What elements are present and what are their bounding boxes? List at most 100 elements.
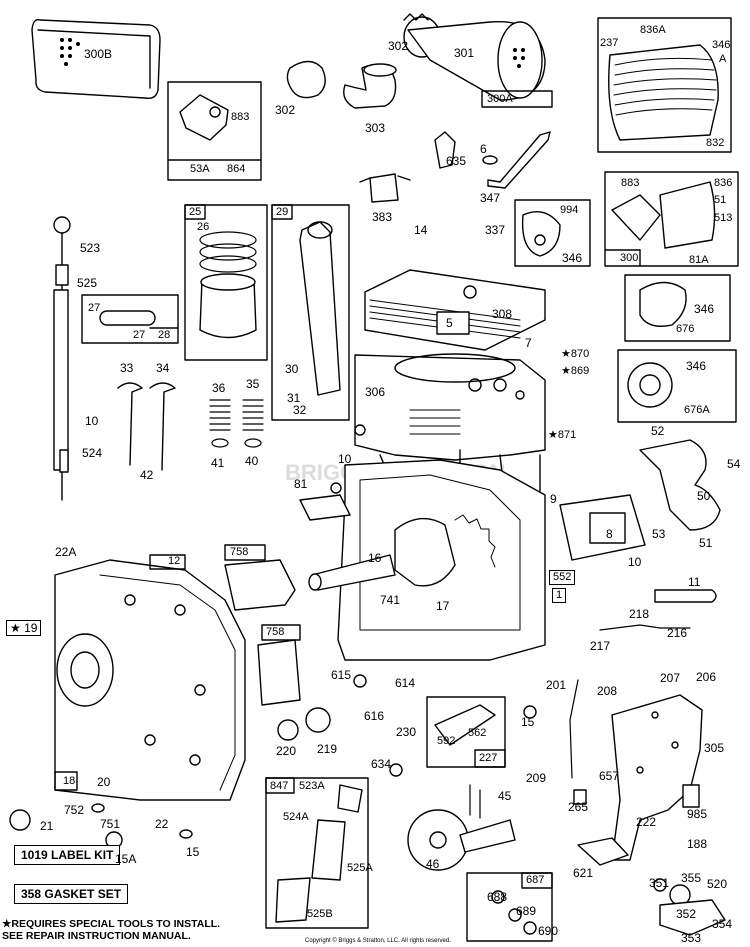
part-label-25: 25 — [189, 206, 202, 218]
crankshaft-part — [308, 514, 496, 591]
part-label-45: 45 — [498, 789, 512, 803]
part-label-752: 752 — [64, 803, 85, 817]
part-label-870: ★870 — [561, 348, 590, 360]
cylinder-head-308-part — [364, 269, 546, 351]
part-label-217: 217 — [590, 639, 611, 653]
part-label-741: 741 — [380, 593, 401, 607]
part-label-592: 592 — [437, 735, 456, 747]
part-label-26: 26 — [197, 221, 210, 233]
part-label-871: ★871 — [548, 429, 577, 441]
part-label-352: 352 — [676, 907, 697, 921]
crankcase-cover-part — [54, 559, 246, 801]
box-676a — [617, 349, 737, 423]
valves-part — [117, 382, 176, 471]
part-label-758-b: 758 — [266, 626, 285, 638]
part-label-31: 31 — [287, 391, 301, 405]
part-label-676a: 676A — [684, 404, 710, 416]
part-label-16: 16 — [368, 551, 382, 565]
part-label-17: 17 — [436, 599, 450, 613]
box-832 — [597, 17, 732, 153]
part-label-305: 305 — [704, 741, 725, 755]
part-label-10-b: 10 — [338, 452, 352, 466]
part-label-688: 688 — [487, 890, 508, 904]
part-label-552: 552 — [549, 570, 576, 585]
part-label-524: 524 — [82, 446, 103, 460]
part-label-a-suffix: A — [719, 53, 727, 65]
part-label-218: 218 — [629, 607, 650, 621]
part-label-11: 11 — [688, 575, 701, 589]
part-label-50: 50 — [697, 489, 711, 503]
part-label-22a: 22A — [55, 545, 77, 559]
part-label-513: 513 — [714, 212, 733, 224]
part-label-53: 53 — [652, 527, 666, 541]
part-label-19-special: ★ 19 — [6, 620, 42, 636]
muffler-301-part — [403, 13, 546, 101]
part-label-219: 219 — [317, 742, 338, 756]
part-label-994: 994 — [560, 204, 579, 216]
part-label-46: 46 — [426, 857, 440, 871]
part-label-22: 22 — [155, 817, 169, 831]
part-label-883: 883 — [231, 111, 250, 123]
cap-635-part — [434, 131, 456, 169]
box-676 — [624, 274, 731, 342]
part-label-51: 51 — [699, 536, 713, 550]
part-label-353: 353 — [681, 931, 702, 945]
box-300 — [604, 171, 739, 267]
part-label-10-a: 10 — [85, 414, 99, 428]
part-label-207: 207 — [660, 671, 681, 685]
gear-758a-part — [224, 559, 296, 611]
part-label-81a: 81A — [689, 254, 709, 266]
part-label-302-gasket: 302 — [275, 103, 296, 117]
part-label-52: 52 — [651, 424, 665, 438]
part-label-20: 20 — [97, 775, 111, 789]
part-label-634: 634 — [371, 757, 392, 771]
spring-11-part — [654, 589, 717, 603]
part-label-42: 42 — [140, 468, 154, 482]
part-label-687: 687 — [526, 874, 545, 886]
part-label-525b: 525B — [307, 908, 333, 920]
box-12 — [149, 554, 186, 570]
part-label-15-a: 15 — [521, 715, 535, 729]
part-label-847: 847 — [270, 780, 289, 792]
part-label-758: 758 — [230, 546, 249, 558]
part-label-18: 18 — [63, 775, 76, 787]
part-label-657: 657 — [599, 769, 620, 783]
part-label-7: 7 — [525, 336, 532, 350]
bracket-347-part — [487, 131, 551, 189]
part-label-15a: 15A — [115, 852, 137, 866]
part-label-300a: 300A — [487, 93, 513, 105]
part-label-81: 81 — [294, 477, 308, 491]
part-label-836a: 836A — [640, 24, 666, 36]
part-label-337: 337 — [485, 223, 506, 237]
part-label-346-a: 346 — [712, 39, 731, 51]
part-label-51-cover: 51 — [714, 194, 727, 206]
part-label-351: 351 — [649, 876, 670, 890]
box-687 — [466, 872, 553, 942]
part-label-230: 230 — [396, 725, 417, 739]
part-label-220: 220 — [276, 744, 297, 758]
part-label-34: 34 — [156, 361, 170, 375]
part-label-15-b: 15 — [186, 845, 200, 859]
part-label-354: 354 — [712, 917, 733, 931]
part-label-616: 616 — [364, 709, 385, 723]
part-label-525a: 525A — [347, 862, 373, 874]
part-label-308: 308 — [492, 307, 513, 321]
part-label-985: 985 — [687, 807, 708, 821]
part-label-523: 523 — [80, 241, 101, 255]
part-label-188: 188 — [687, 837, 708, 851]
part-label-208: 208 — [597, 684, 618, 698]
part-label-237: 237 — [600, 37, 619, 49]
dipstick-tube-part — [53, 216, 71, 501]
part-label-27-b: 27 — [133, 329, 146, 341]
box-25 — [184, 204, 268, 361]
valve-springs-part — [209, 399, 264, 448]
part-label-227: 227 — [479, 752, 498, 764]
part-label-14: 14 — [414, 223, 428, 237]
part-label-53a: 53A — [190, 163, 210, 175]
part-label-209: 209 — [526, 771, 547, 785]
camshaft-part — [407, 784, 516, 871]
intake-pipe-part — [639, 439, 721, 531]
link-201-part — [569, 679, 579, 779]
